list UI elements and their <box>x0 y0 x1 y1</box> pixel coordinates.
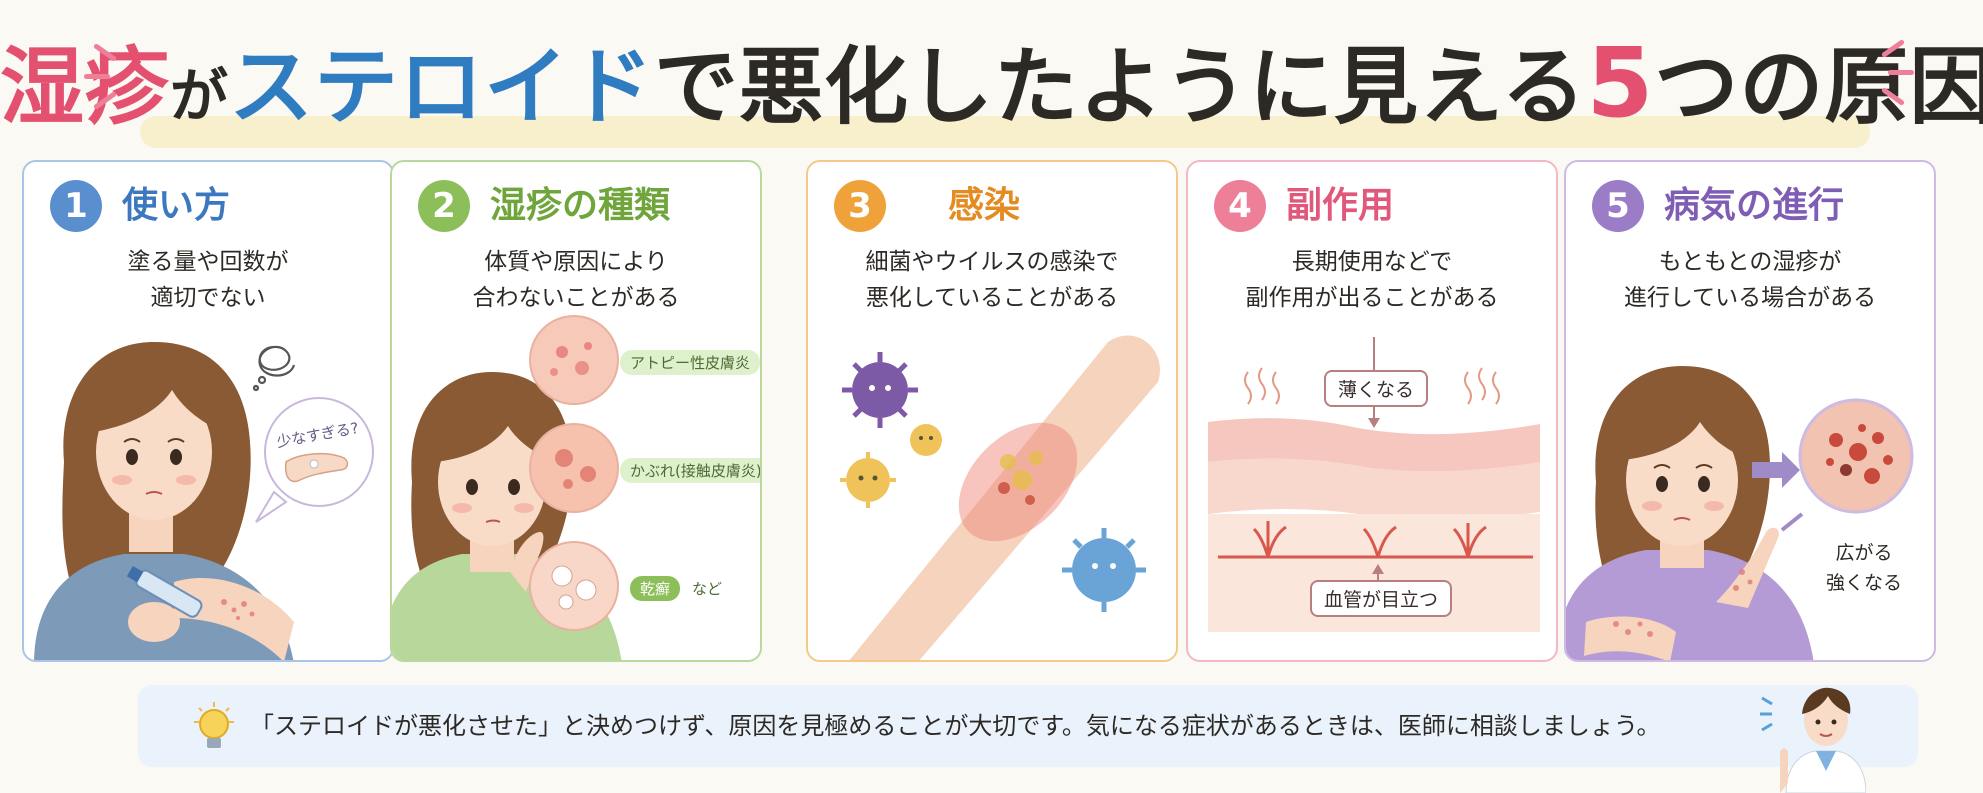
card-title-side-effect: 副作用 <box>1286 185 1395 226</box>
card-desc-eczema-type: 体質や原因により 合わないことがある <box>392 244 760 316</box>
card-title-progression: 病気の進行 <box>1664 185 1845 226</box>
skin-sample-atopic <box>529 315 619 405</box>
footer-message-bar <box>138 685 1918 767</box>
note-line: 広がる <box>1835 542 1893 564</box>
label-visible-vessels: 血管が目立つ <box>1310 580 1453 617</box>
desc-line: 体質や原因により <box>484 249 668 275</box>
desc-line: 合わないことがある <box>472 285 680 311</box>
number-badge-4: 4 <box>1214 180 1266 232</box>
desc-line: 長期使用などで <box>1291 249 1453 275</box>
skin-layer-middle <box>1208 458 1540 520</box>
desc-line: 進行している場合がある <box>1623 285 1877 311</box>
card-desc-progression: もともとの湿疹が 進行している場合がある <box>1566 244 1934 316</box>
blue-virus-icon <box>1062 528 1146 612</box>
skin-layers-illustration <box>1208 337 1540 632</box>
infected-area <box>958 422 1078 542</box>
speech-bubble <box>264 397 374 507</box>
desc-line: 細菌やウイルスの感染で <box>865 249 1119 275</box>
footer-text: 「ステロイドが悪化させた」と決めつけず、原因を見極めることが大切です。気になる症… <box>250 712 1661 740</box>
title-decoration-left <box>84 74 110 79</box>
infected-arm-illustration <box>840 335 1160 660</box>
card-infection: 3 感染 細菌やウイルスの感染で 悪化していることがある <box>806 160 1178 662</box>
yellow-germ-icon <box>840 452 896 508</box>
note-line: 強くなる <box>1825 572 1902 594</box>
title-part-ga: が <box>170 62 230 130</box>
tag-contact-dermatitis: かぶれ(接触皮膚炎) <box>620 458 760 483</box>
desc-line: 副作用が出ることがある <box>1245 285 1499 311</box>
worried-person-illustration <box>1566 366 1914 660</box>
confusion-scribble-icon <box>252 345 296 392</box>
title-part-steroid: ステロイド <box>229 38 655 136</box>
skin-sample-psoriasis <box>529 541 619 631</box>
number-badge-5: 5 <box>1592 180 1644 232</box>
card-progression: 5 病気の進行 もともとの湿疹が 進行している場合がある 広がる 強くなる <box>1564 160 1936 662</box>
card-desc-usage: 塗る量や回数が 適切でない <box>24 244 392 316</box>
small-yellow-germ-icon <box>910 424 942 456</box>
rash-marks <box>221 599 255 620</box>
number-badge-3: 3 <box>834 180 886 232</box>
zoom-skin-circle <box>1798 398 1914 514</box>
title-part-middle: で悪化したように見える <box>654 38 1587 136</box>
desc-line: もともとの湿疹が <box>1658 249 1842 275</box>
heat-wave-icons <box>1244 367 1500 405</box>
card-title-infection: 感染 <box>948 185 1021 226</box>
title-part-causes: つの原因 <box>1654 38 1983 136</box>
title-part-eczema: 湿疹 <box>0 38 171 136</box>
skin-sample-contact <box>529 423 619 513</box>
ointment-tube-icon <box>126 565 203 618</box>
arrow-icon <box>1752 452 1800 488</box>
skin-layer-top <box>1208 418 1540 473</box>
progression-note: 広がる 強くなる <box>1822 538 1906 598</box>
blood-vessels <box>1218 521 1533 559</box>
card-usage: 1 使い方 塗る量や回数が 適切でない 少なすぎる? <box>22 160 394 662</box>
number-badge-2: 2 <box>418 180 470 232</box>
label-thinning: 薄くなる <box>1324 370 1429 407</box>
desc-line: 塗る量や回数が <box>127 249 289 275</box>
desc-line: 適切でない <box>150 285 266 311</box>
person-applying-cream-illustration <box>34 342 374 660</box>
card-desc-side-effect: 長期使用などで 副作用が出ることがある <box>1188 244 1556 316</box>
title-part-five: 5 <box>1586 27 1655 139</box>
title-highlight <box>140 116 1870 148</box>
card-eczema-type: 2 湿疹の種類 体質や原因により 合わないことがある アトピー性皮膚炎 かぶれ(… <box>390 160 762 662</box>
card-title-eczema-type: 湿疹の種類 <box>490 185 671 226</box>
title-area: 湿疹がステロイドで悪化したように見える5つの原因 <box>0 28 1983 148</box>
purple-germ-icon <box>842 352 918 428</box>
tag-suffix: など <box>692 580 723 598</box>
number-badge-1: 1 <box>50 180 102 232</box>
desc-line: 悪化していることがある <box>865 285 1119 311</box>
lightbulb-icon <box>194 702 234 748</box>
card-title-usage: 使い方 <box>122 185 231 226</box>
page-title: 湿疹がステロイドで悪化したように見える5つの原因 <box>0 28 1983 151</box>
title-decoration-right <box>1888 70 1914 75</box>
tag-psoriasis: 乾癬 <box>630 576 681 601</box>
thinking-person-illustration <box>392 315 622 660</box>
sparkle-icon <box>1760 696 1773 732</box>
card-side-effect: 4 副作用 長期使用などで 副作用が出ることがある 薄くなる 血管が目立つ <box>1186 160 1558 662</box>
doctor-illustration <box>1760 687 1866 793</box>
card-desc-infection: 細菌やウイルスの感染で 悪化していることがある <box>808 244 1176 316</box>
tag-atopic-dermatitis: アトピー性皮膚炎 <box>620 350 760 375</box>
